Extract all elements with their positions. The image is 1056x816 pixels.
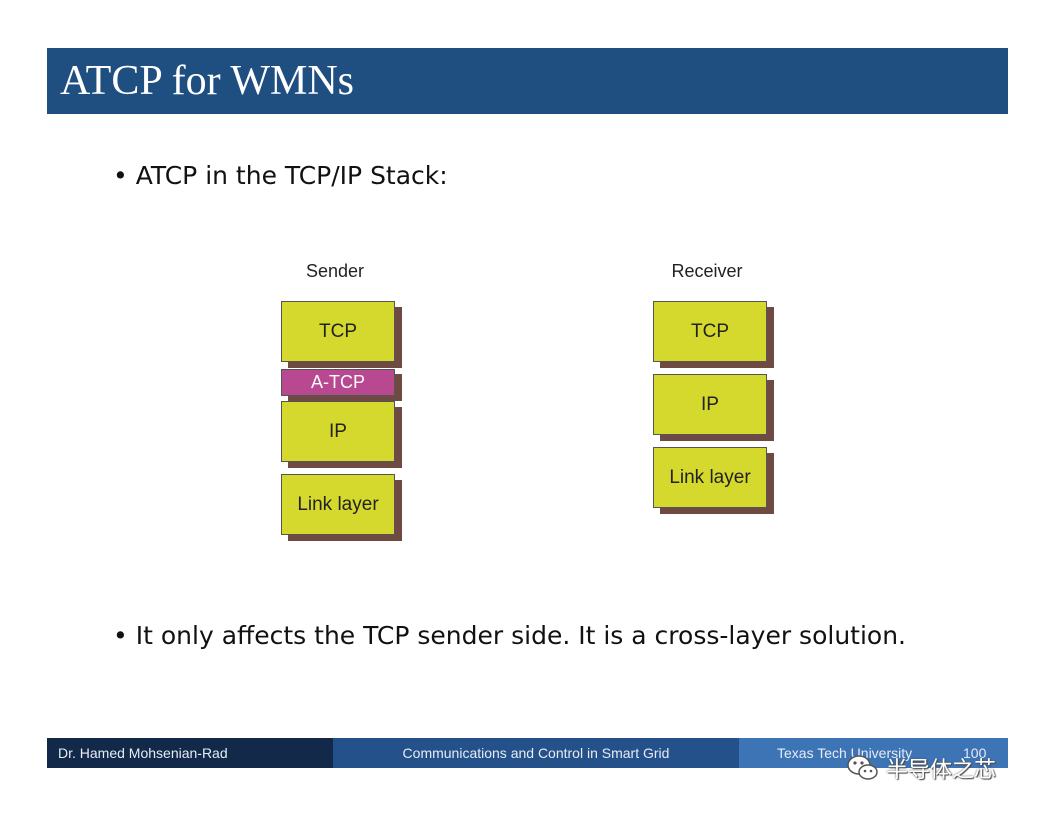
title-bar: ATCP for WMNs <box>47 48 1008 114</box>
footer-university-text: Texas Tech University <box>777 745 913 761</box>
wechat-icon <box>847 755 878 780</box>
sender-atcp-layer: A-TCP <box>281 369 395 396</box>
bullet-item: •It only affects the TCP sender side. It… <box>113 621 906 651</box>
footer-author-text: Dr. Hamed Mohsenian-Rad <box>58 745 228 761</box>
footer-author: Dr. Hamed Mohsenian-Rad <box>47 738 333 768</box>
watermark-text: 半导体之芯 <box>886 758 997 783</box>
receiver-label: Receiver <box>671 261 743 281</box>
page-number: 100 <box>963 745 987 761</box>
sender-ip-layer: IP <box>281 401 395 462</box>
bullet-dot: • <box>113 621 128 650</box>
receiver-tcp-layer: TCP <box>653 301 767 362</box>
sender-tcp-layer: TCP <box>281 301 395 362</box>
footer-course-text: Communications and Control in Smart Grid <box>402 745 670 761</box>
bullet-item: •ATCP in the TCP/IP Stack: <box>113 161 448 191</box>
receiver-ip-layer: IP <box>653 374 767 435</box>
bullet-text: ATCP in the TCP/IP Stack: <box>135 161 448 190</box>
footer-university: Texas Tech University 100 <box>739 738 1008 768</box>
sender-link-layer: Link layer <box>281 474 395 535</box>
bullet-text: It only affects the TCP sender side. It … <box>135 621 907 650</box>
bullet-dot: • <box>113 161 128 190</box>
watermark: 半导体之芯 <box>846 750 996 786</box>
sender-label: Sender <box>305 261 365 281</box>
receiver-link-layer: Link layer <box>653 447 767 508</box>
slide-title: ATCP for WMNs <box>60 58 355 104</box>
footer-course: Communications and Control in Smart Grid <box>333 738 739 768</box>
